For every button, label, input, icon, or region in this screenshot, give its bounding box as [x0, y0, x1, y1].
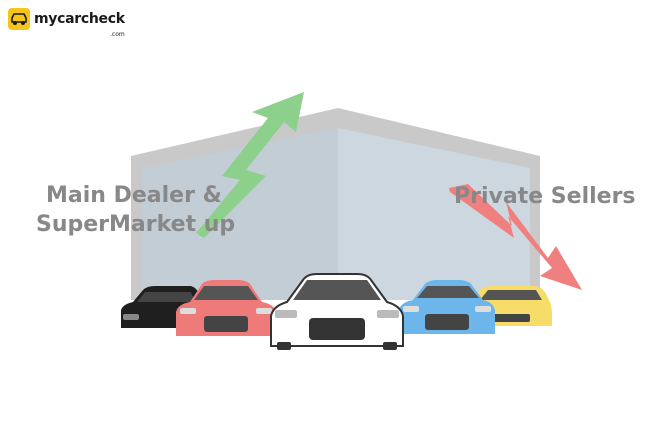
main-dealer-label: Main Dealer & SuperMarket up	[36, 181, 235, 239]
showroom-building	[131, 108, 540, 300]
private-sellers-label: Private Sellers	[454, 184, 636, 209]
logo-car-icon	[8, 8, 30, 30]
car-red	[176, 280, 276, 336]
car-white	[270, 273, 404, 350]
brand-logo[interactable]: mycarcheck .com	[8, 6, 125, 38]
brand-name-text: mycarcheck	[34, 11, 125, 27]
brand-name: mycarcheck .com	[34, 10, 125, 38]
brand-suffix: .com	[110, 31, 125, 38]
main-dealer-label-line1: Main Dealer &	[46, 183, 222, 208]
up-arrow-icon	[196, 92, 304, 238]
main-dealer-label-line2: SuperMarket up	[36, 212, 236, 237]
down-arrow-icon	[449, 184, 582, 290]
car-blue	[399, 280, 495, 334]
